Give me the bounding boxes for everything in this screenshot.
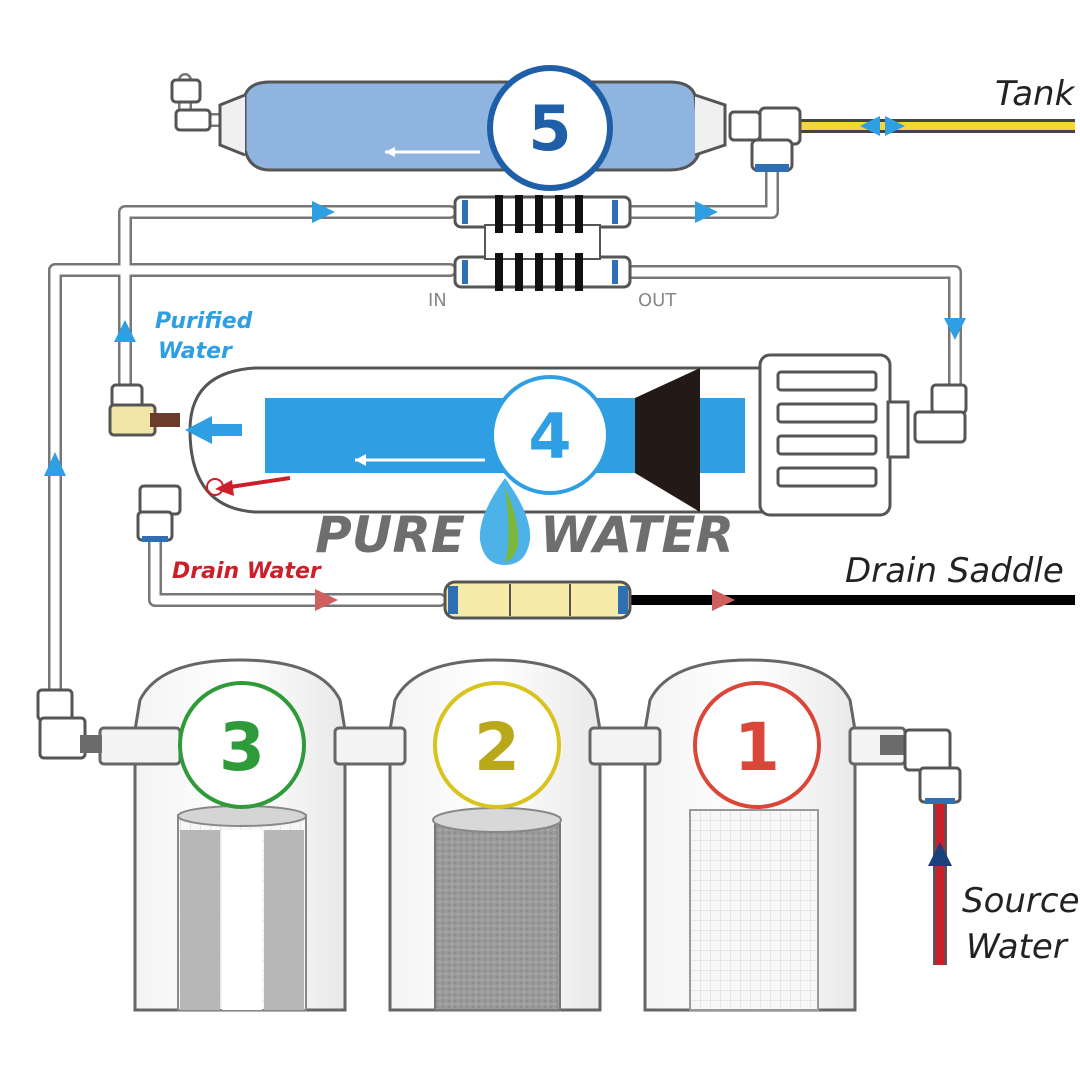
stage-1-badge: 1 (693, 681, 821, 809)
brand-word-right: WATER (540, 506, 734, 564)
tank-tee-fitting (728, 106, 802, 172)
stage-4-number: 4 (528, 400, 571, 473)
stage-4-fittings (108, 383, 968, 542)
svg-text:Water: Water (966, 927, 1069, 967)
flow-restrictor-assembly: IN OUT (428, 195, 677, 311)
stage-4-ro-membrane (185, 353, 910, 517)
drain-saddle-label: Drain Saddle (845, 551, 1064, 591)
arrow-icon (185, 416, 212, 444)
stage-5-post-filter (218, 80, 727, 172)
stage-3-badge: 3 (178, 681, 306, 809)
stage-3-elbow-fitting (36, 688, 102, 760)
source-water-label: Source Water (962, 881, 1080, 967)
stage-4-badge: 4 (490, 375, 610, 495)
flow-in-label: IN (428, 290, 447, 311)
purified-water-label: Purified Water (155, 309, 253, 364)
tank-label: Tank (995, 74, 1076, 114)
stage-1-number: 1 (734, 709, 780, 786)
tank-flow-arrows (860, 116, 905, 136)
arrow-icon (695, 201, 718, 223)
brand-word-left: PURE (315, 506, 465, 564)
brand-watermark: PURE WATER (315, 478, 734, 565)
arrow-icon (885, 116, 905, 136)
stage-3-number: 3 (219, 709, 265, 786)
drain-water-label: Drain Water (172, 559, 322, 584)
svg-text:Purified: Purified (155, 309, 253, 334)
elbow-fitting (170, 78, 212, 132)
drain-flow-arrows (315, 589, 735, 611)
stage-5-badge: 5 (487, 65, 613, 191)
svg-text:Source: Source (962, 881, 1080, 921)
arrow-icon (944, 318, 966, 340)
stage-2-number: 2 (474, 709, 520, 786)
flow-out-label: OUT (638, 290, 677, 311)
stage-1-elbow-fitting (880, 728, 962, 804)
drain-flow-restrictor (443, 580, 632, 620)
stage-5-number: 5 (528, 92, 571, 165)
arrow-icon (860, 116, 880, 136)
arrow-icon (44, 452, 66, 476)
arrow-icon (712, 589, 735, 611)
stage-2-badge: 2 (433, 681, 561, 809)
arrow-icon (114, 320, 136, 342)
svg-text:Water: Water (158, 339, 233, 364)
arrow-icon (928, 842, 952, 866)
arrow-icon (315, 589, 338, 611)
flow-arrows (44, 201, 966, 476)
arrow-icon (312, 201, 335, 223)
